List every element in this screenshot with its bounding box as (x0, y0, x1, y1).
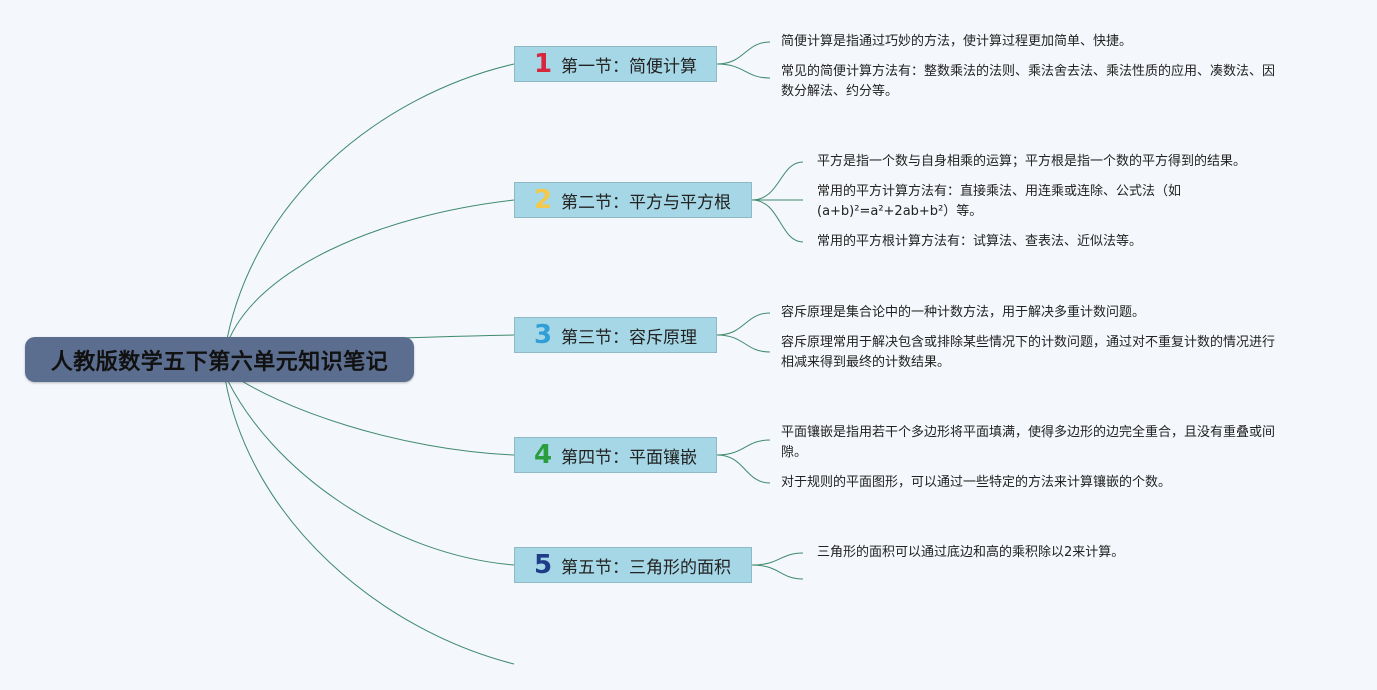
section-4-note-1: 平面镶嵌是指用若干个多边形将平面填满，使得多边形的边完全重合，且没有重叠或间隙。 (781, 425, 1276, 460)
section-3-note-2: 容斥原理常用于解决包含或排除某些情况下的计数问题，通过对不重复计数的情况进行相减… (781, 335, 1276, 370)
connector-s5-n1 (751, 552, 804, 566)
connector-root-section-2 (224, 199, 515, 351)
connector-s2-n3 (751, 199, 804, 243)
section-1-number: 1 (533, 49, 553, 79)
connector-s3-n2 (716, 334, 771, 353)
section-2-number: 2 (533, 185, 553, 215)
section-5-number: 5 (533, 550, 553, 580)
section-4-topic[interactable]: 4 第四节：平面镶嵌 (514, 437, 717, 473)
section-2-note-3: 常用的平方根计算方法有：试算法、查表法、近似法等。 (817, 234, 1143, 249)
connector-root-section-5 (224, 374, 515, 566)
connector-s1-n2 (716, 63, 771, 79)
section-2-title: 第二节：平方与平方根 (561, 192, 731, 213)
section-4-note-2: 对于规则的平面图形，可以通过一些特定的方法来计算镶嵌的个数。 (781, 475, 1172, 490)
connector-s1-n1 (716, 41, 771, 65)
connector-root-section-4 (224, 369, 515, 456)
section-1-note-1: 简便计算是指通过巧妙的方法，使计算过程更加简单、快捷。 (781, 34, 1133, 49)
section-5-note-1: 三角形的面积可以通过底边和高的乘积除以2来计算。 (817, 545, 1125, 560)
section-2-note-1: 平方是指一个数与自身相乘的运算；平方根是指一个数的平方得到的结果。 (817, 154, 1247, 169)
section-3-note-1: 容斥原理是集合论中的一种计数方法，用于解决多重计数问题。 (781, 305, 1146, 320)
section-5-title: 第五节：三角形的面积 (561, 557, 731, 578)
connector-s3-n1 (716, 312, 771, 336)
section-2-note-2: 常用的平方计算方法有：直接乘法、用连乘或连除、公式法（如(a+b)²=a²+2a… (817, 184, 1182, 219)
connector-s4-n1 (716, 439, 771, 456)
section-3-topic[interactable]: 3 第三节：容斥原理 (514, 317, 717, 353)
connector-s4-n2 (716, 454, 771, 484)
root-title: 人教版数学五下第六单元知识笔记 (50, 349, 389, 375)
section-3-number: 3 (533, 320, 553, 350)
section-5-topic[interactable]: 5 第五节：三角形的面积 (514, 547, 752, 583)
connector-root-section-1 (224, 63, 515, 351)
section-3-title: 第三节：容斥原理 (561, 327, 697, 348)
section-1-topic[interactable]: 1 第一节：简便计算 (514, 46, 717, 82)
section-4-title: 第四节：平面镶嵌 (561, 447, 697, 468)
connector-s5-n2 (751, 564, 804, 580)
connector-s2-n1 (751, 161, 804, 201)
section-1-note-2: 常见的简便计算方法有：整数乘法的法则、乘法舍去法、乘法性质的应用、凑数法、因数分… (781, 64, 1276, 99)
section-2-topic[interactable]: 2 第二节：平方与平方根 (514, 182, 752, 218)
connector-root-tail (224, 377, 515, 665)
section-4-number: 4 (533, 440, 553, 470)
section-1-title: 第一节：简便计算 (561, 56, 697, 77)
root-topic[interactable]: 人教版数学五下第六单元知识笔记 (25, 337, 414, 382)
